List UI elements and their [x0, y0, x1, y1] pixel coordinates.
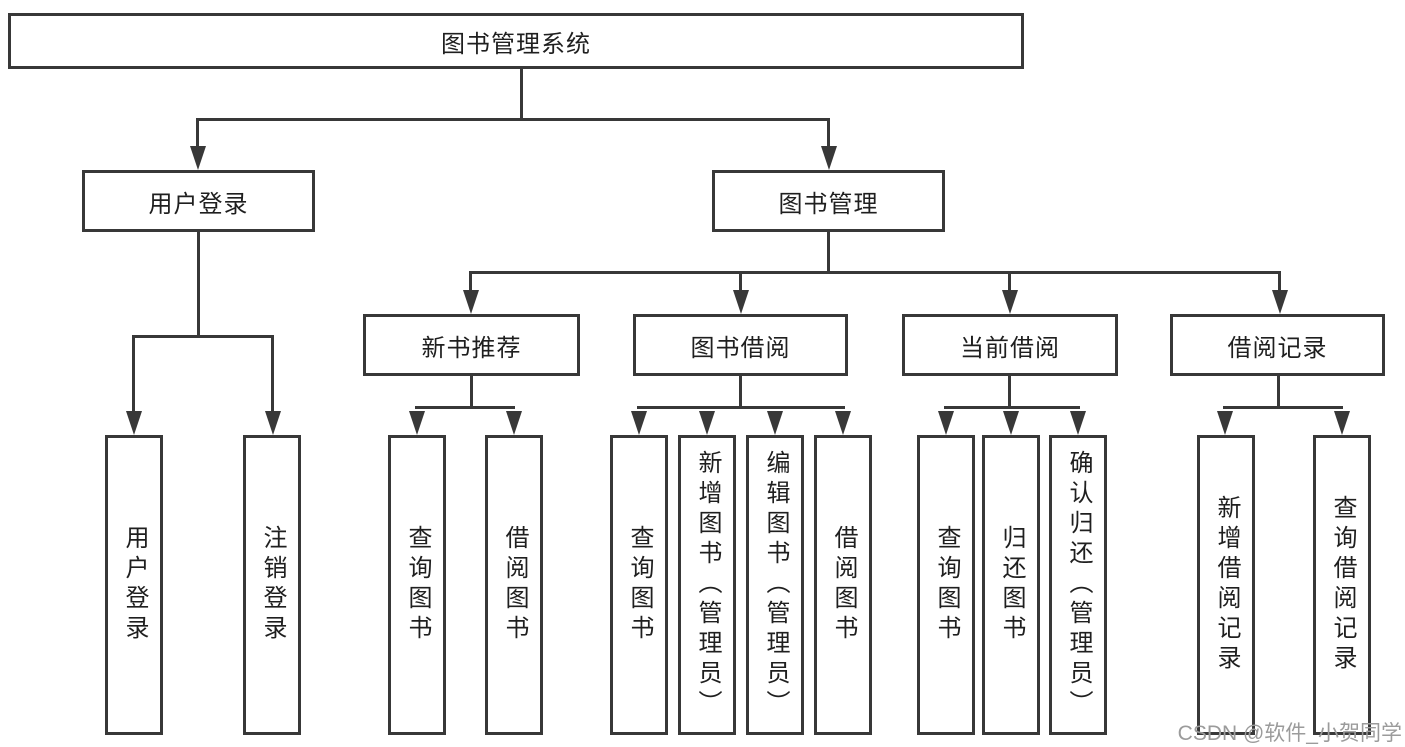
- connector-line: [637, 406, 845, 409]
- node-book-borrow: 图书借阅: [633, 314, 848, 376]
- arrow-down-icon: [1070, 411, 1086, 435]
- node-leaf-cb-query-books: 查询图书: [917, 435, 975, 735]
- connector-line: [469, 271, 1281, 274]
- connector-line: [415, 406, 515, 409]
- connector-line: [470, 376, 473, 409]
- connector-line: [944, 406, 1080, 409]
- connector-line: [520, 69, 523, 120]
- arrow-down-icon: [506, 411, 522, 435]
- node-leaf-nbr-borrow-books-label: 借阅图书: [501, 525, 528, 645]
- arrow-down-icon: [463, 290, 479, 314]
- node-root-label: 图书管理系统: [441, 30, 591, 58]
- arrow-down-icon: [409, 411, 425, 435]
- arrow-down-icon: [733, 290, 749, 314]
- connector-line: [197, 232, 200, 337]
- node-leaf-bb-edit-books-admin-label: 编辑图书（管理员）: [762, 450, 789, 720]
- node-leaf-bb-add-books-admin: 新增图书（管理员）: [678, 435, 736, 735]
- node-leaf-br-query-record-label: 查询借阅记录: [1329, 495, 1356, 675]
- arrow-down-icon: [190, 146, 206, 170]
- node-leaf-user-login-label: 用户登录: [121, 525, 148, 645]
- connector-line: [739, 376, 742, 409]
- node-book-mgmt-label: 图书管理: [778, 190, 879, 218]
- connector-line: [132, 335, 135, 413]
- node-new-book-rec-label: 新书推荐: [421, 334, 522, 362]
- node-leaf-br-add-record: 新增借阅记录: [1197, 435, 1255, 735]
- node-leaf-bb-query-books-label: 查询图书: [626, 525, 653, 645]
- node-root: 图书管理系统: [8, 13, 1024, 69]
- connector-line: [827, 232, 830, 274]
- connector-line: [827, 118, 830, 150]
- node-leaf-user-login: 用户登录: [105, 435, 163, 735]
- arrow-down-icon: [699, 411, 715, 435]
- connector-line: [271, 335, 274, 413]
- node-borrow-records-label: 借阅记录: [1227, 334, 1328, 362]
- node-current-borrow: 当前借阅: [902, 314, 1118, 376]
- arrow-down-icon: [821, 146, 837, 170]
- csdn-watermark: CSDN @软件_小贺同学: [1177, 722, 1402, 745]
- connector-line: [1278, 271, 1281, 293]
- node-book-borrow-label: 图书借阅: [690, 334, 791, 362]
- node-leaf-logout: 注销登录: [243, 435, 301, 735]
- node-leaf-br-query-record: 查询借阅记录: [1313, 435, 1371, 735]
- node-leaf-bb-borrow-books-label: 借阅图书: [830, 525, 857, 645]
- connector-line: [196, 118, 199, 150]
- connector-line: [196, 118, 830, 121]
- arrow-down-icon: [1003, 411, 1019, 435]
- node-leaf-cb-return-books: 归还图书: [982, 435, 1040, 735]
- arrow-down-icon: [126, 411, 142, 435]
- node-user-login-label: 用户登录: [148, 190, 249, 218]
- connector-line: [469, 271, 472, 293]
- node-leaf-cb-query-books-label: 查询图书: [933, 525, 960, 645]
- arrow-down-icon: [1002, 290, 1018, 314]
- node-leaf-nbr-query-books-label: 查询图书: [404, 525, 431, 645]
- node-leaf-nbr-borrow-books: 借阅图书: [485, 435, 543, 735]
- node-leaf-bb-edit-books-admin: 编辑图书（管理员）: [746, 435, 804, 735]
- node-leaf-bb-add-books-admin-label: 新增图书（管理员）: [694, 450, 721, 720]
- arrow-down-icon: [631, 411, 647, 435]
- arrow-down-icon: [1334, 411, 1350, 435]
- connector-line: [1008, 271, 1011, 293]
- node-leaf-nbr-query-books: 查询图书: [388, 435, 446, 735]
- arrow-down-icon: [1272, 290, 1288, 314]
- arrow-down-icon: [265, 411, 281, 435]
- connector-line: [739, 271, 742, 293]
- node-leaf-logout-label: 注销登录: [259, 525, 286, 645]
- node-borrow-records: 借阅记录: [1170, 314, 1385, 376]
- node-leaf-bb-borrow-books: 借阅图书: [814, 435, 872, 735]
- node-leaf-bb-query-books: 查询图书: [610, 435, 668, 735]
- arrow-down-icon: [767, 411, 783, 435]
- node-leaf-cb-return-books-label: 归还图书: [998, 525, 1025, 645]
- node-current-borrow-label: 当前借阅: [960, 334, 1060, 362]
- connector-line: [132, 335, 274, 338]
- connector-line: [1277, 376, 1280, 409]
- arrow-down-icon: [938, 411, 954, 435]
- node-leaf-cb-confirm-return-admin-label: 确认归还（管理员）: [1065, 450, 1092, 720]
- node-user-login: 用户登录: [82, 170, 315, 232]
- arrow-down-icon: [835, 411, 851, 435]
- node-leaf-cb-confirm-return-admin: 确认归还（管理员）: [1049, 435, 1107, 735]
- node-leaf-br-add-record-label: 新增借阅记录: [1213, 495, 1240, 675]
- arrow-down-icon: [1217, 411, 1233, 435]
- node-book-mgmt: 图书管理: [712, 170, 945, 232]
- connector-line: [1223, 406, 1343, 409]
- node-new-book-rec: 新书推荐: [363, 314, 580, 376]
- connector-line: [1008, 376, 1011, 409]
